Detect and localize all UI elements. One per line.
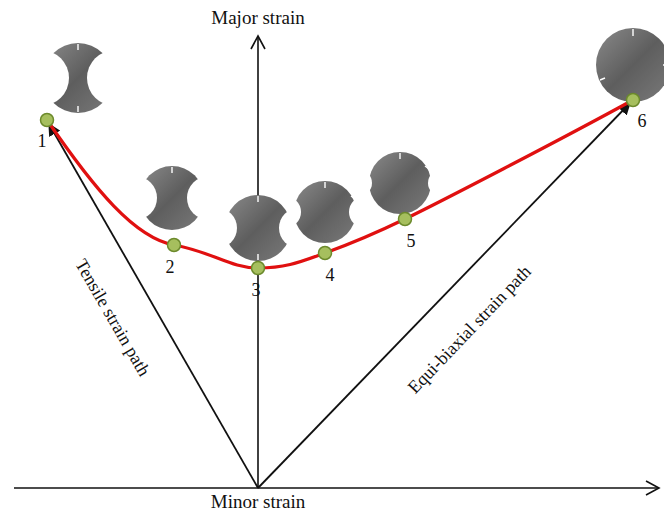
- callout-number: 1: [38, 132, 47, 152]
- axes: [14, 36, 659, 495]
- axis-title: Major strain: [211, 8, 304, 29]
- callout-number: 5: [407, 232, 416, 252]
- tensile-path-line: [49, 124, 258, 488]
- specimen: [225, 195, 291, 261]
- callout-number: 2: [166, 258, 175, 278]
- specimen-marks: [78, 29, 664, 260]
- curve-points: [41, 94, 640, 275]
- point-dot: [399, 213, 412, 226]
- path-label: Tensile strain path: [71, 256, 154, 380]
- specimens: [43, 28, 664, 261]
- point-dot: [319, 247, 332, 260]
- axis-arrow: [251, 36, 265, 49]
- callout-number: 6: [638, 112, 647, 132]
- specimen: [369, 152, 431, 214]
- specimen: [140, 166, 204, 230]
- point-dot: [627, 94, 640, 107]
- axis-title: Minor strain: [211, 492, 305, 513]
- callout-number: 4: [326, 266, 335, 286]
- path-label: Equi-biaxial strain path: [404, 262, 535, 398]
- point-dot: [41, 114, 54, 127]
- forming-limit-curve: [47, 100, 633, 268]
- specimen: [596, 28, 664, 102]
- point-dot: [252, 262, 265, 275]
- biaxial-path-line: [258, 103, 630, 488]
- callout-number: 3: [252, 281, 261, 301]
- specimen: [43, 43, 113, 113]
- axis-arrow: [646, 481, 659, 495]
- point-dot: [168, 239, 181, 252]
- specimen: [294, 181, 356, 243]
- minor-axis: [14, 487, 659, 489]
